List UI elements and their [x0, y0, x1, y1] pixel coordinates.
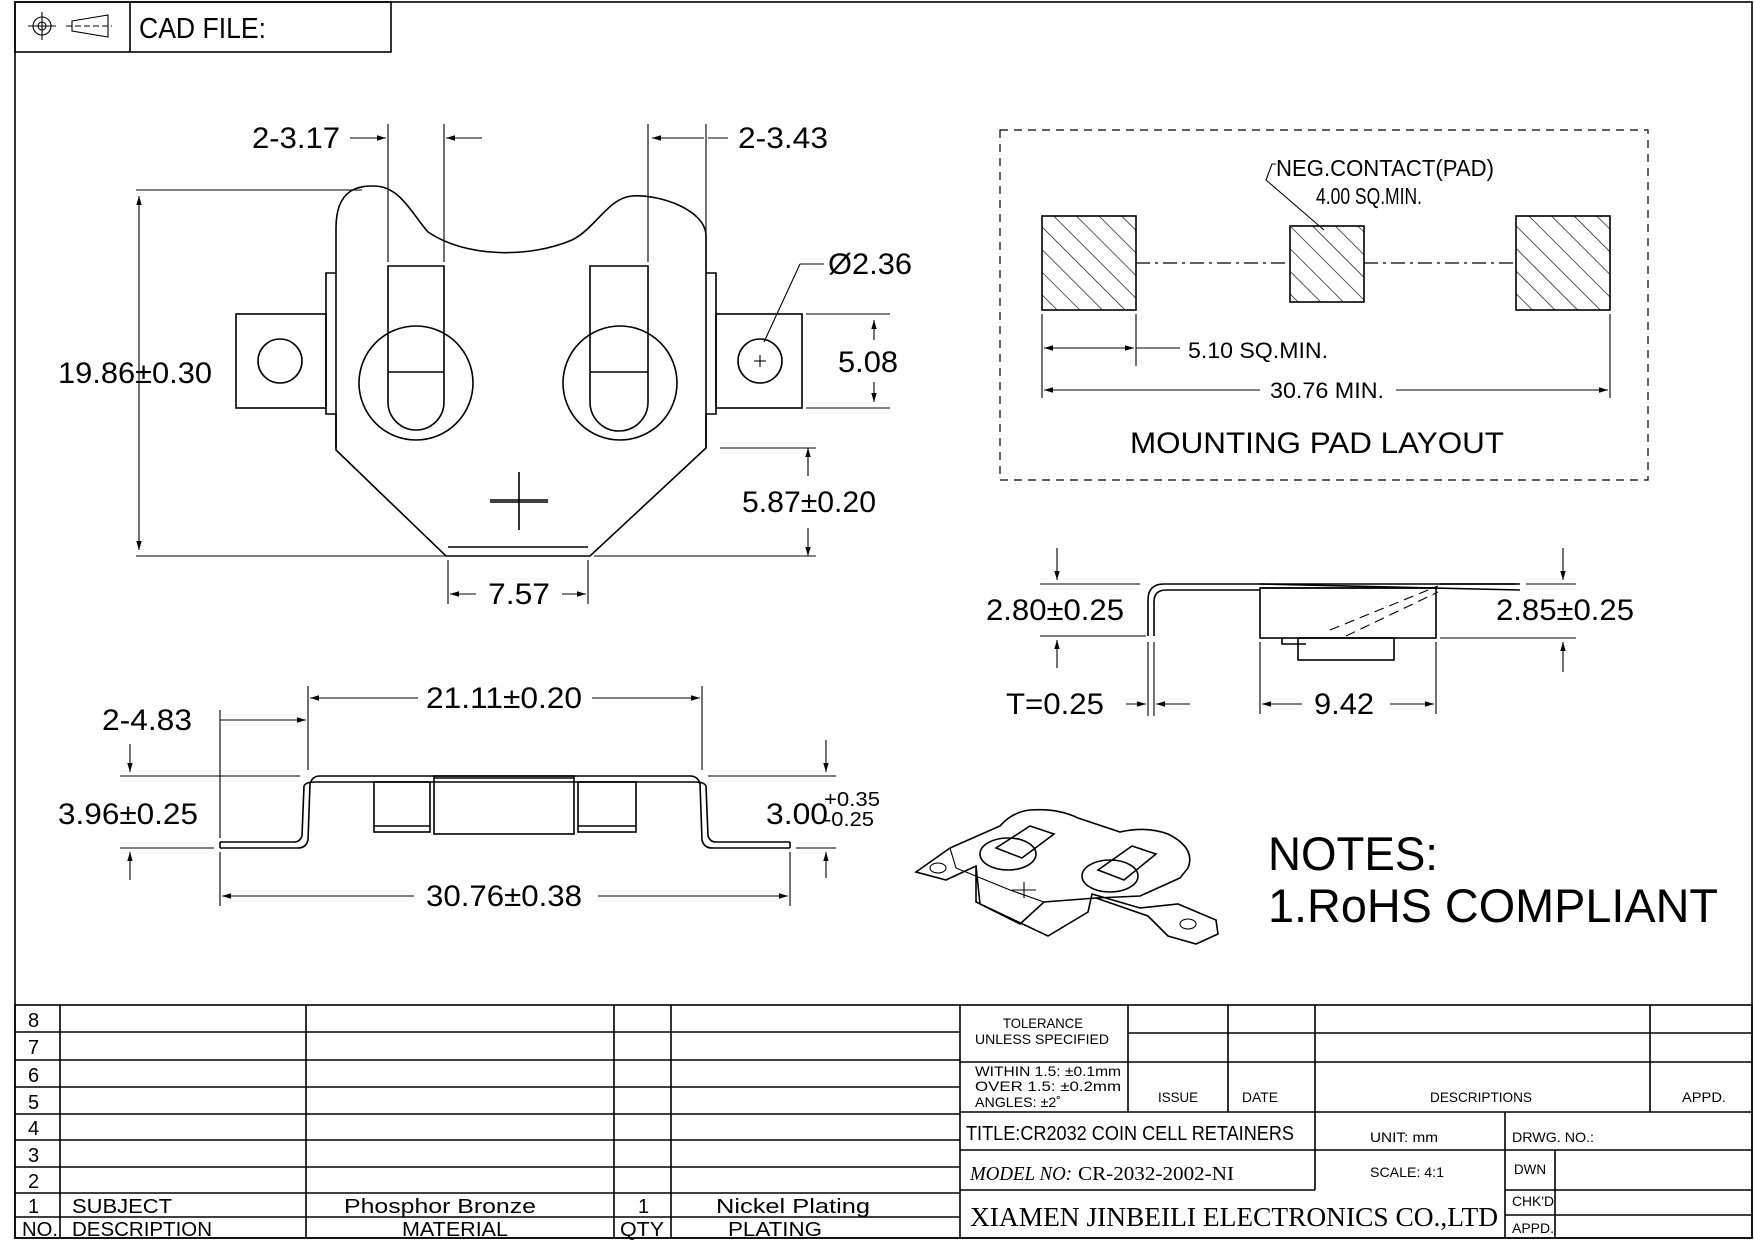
tolerance-angles: ANGLES: ±2˚ [975, 1094, 1061, 1110]
dim-contact-width: 9.42 [1314, 688, 1374, 721]
dim-slot-right: 2-3.43 [738, 122, 828, 155]
notes: NOTES: 1.RoHS COMPLIANT [1268, 827, 1718, 932]
row-number-5: 5 [28, 1092, 39, 1114]
notes-line-1: 1.RoHS COMPLIANT [1268, 879, 1718, 932]
dim-tab-offset: 5.87±0.20 [742, 486, 876, 519]
mounting-pad-layout: NEG.CONTACT(PAD) 4.00 SQ.MIN. 5.10 SQ.MI… [999, 129, 1649, 481]
cad-header: CAD FILE: [14, 1, 392, 53]
row-number-2: 2 [28, 1171, 39, 1193]
dim-hole-diameter: Ø2.36 [828, 248, 912, 281]
dwn-label: DWN [1514, 1161, 1546, 1177]
plus-mark-icon [754, 355, 766, 367]
chkd-label: CHK'D [1512, 1193, 1554, 1209]
dim-height: 19.86±0.30 [58, 357, 212, 390]
neg-contact-label: NEG.CONTACT(PAD) [1276, 155, 1494, 181]
rev-appd-header: APPD. [1682, 1089, 1726, 1105]
appd-label: APPD. [1512, 1220, 1554, 1236]
side-view: 2.80±0.25 2.85±0.25 T=0.25 9.42 [986, 548, 1634, 721]
title-block: 8 7 6 5 4 3 2 1 SUBJECT Phosphor Bronze … [14, 1004, 1753, 1240]
company-name: XIAMEN JINBEILI ELECTRONICS CO.,LTD [970, 1202, 1498, 1232]
row-number-4: 4 [28, 1118, 39, 1140]
notes-heading: NOTES: [1268, 827, 1438, 880]
pad-center [1289, 225, 1365, 303]
pad-size-dim: 5.10 SQ.MIN. [1188, 338, 1328, 363]
scale-label: SCALE: 4:1 [1370, 1164, 1444, 1180]
unit-label: UNIT: mm [1370, 1129, 1438, 1145]
model-no-value: CR-2032-2002-NI [1078, 1163, 1234, 1185]
row-number-7: 7 [28, 1037, 39, 1059]
isometric-view [914, 808, 1219, 945]
row1-subject: SUBJECT [72, 1196, 172, 1218]
row-number-6: 6 [28, 1065, 39, 1087]
rev-descriptions-header: DESCRIPTIONS [1430, 1089, 1532, 1105]
dim-inner-width: 21.11±0.20 [426, 682, 582, 715]
iso-plus-icon [1012, 882, 1036, 898]
header-no: NO. [22, 1219, 58, 1240]
header-description: DESCRIPTION [72, 1219, 212, 1240]
dim-thickness: T=0.25 [1006, 688, 1104, 721]
model-no-label: MODEL NO: [969, 1163, 1072, 1185]
dim-front-height: 3.96±0.25 [58, 798, 198, 831]
row-number-1: 1 [28, 1196, 39, 1218]
dim-step-height: 3.00 [766, 798, 828, 831]
rev-issue-header: ISSUE [1158, 1089, 1198, 1105]
pad-right [1515, 215, 1611, 311]
row-number-3: 3 [28, 1145, 39, 1167]
dim-slot-left: 2-3.17 [252, 122, 340, 155]
dim-side-right-height: 2.85±0.25 [1496, 594, 1634, 627]
front-view: 2-4.83 21.11±0.20 3.96±0.25 3.00 +0.35 -… [58, 682, 880, 913]
dim-side-left-height: 2.80±0.25 [986, 594, 1124, 627]
row1-plating: Nickel Plating [716, 1196, 870, 1218]
dim-step-tol-upper: +0.35 [824, 789, 880, 811]
drwg-no-label: DRWG. NO.: [1512, 1129, 1594, 1145]
header-material: MATERIAL [402, 1219, 508, 1240]
tolerance-within: WITHIN 1.5: ±0.1mm [975, 1063, 1121, 1079]
tolerance-title: TOLERANCE [1003, 1015, 1083, 1031]
tolerance-over: OVER 1.5: ±0.2mm [975, 1078, 1121, 1094]
row1-material: Phosphor Bronze [344, 1196, 536, 1218]
pad-left [1041, 215, 1137, 311]
dim-bottom-width: 7.57 [488, 578, 550, 611]
row1-qty: 1 [638, 1196, 649, 1218]
dim-step-tol-lower: -0.25 [824, 809, 874, 831]
projection-symbol-icon [28, 12, 112, 40]
pad-span-dim: 30.76 MIN. [1270, 378, 1384, 403]
tolerance-subtitle: UNLESS SPECIFIED [975, 1031, 1109, 1047]
polarity-plus-icon [490, 472, 548, 530]
row-number-8: 8 [28, 1010, 39, 1032]
header-plating: PLATING [728, 1219, 822, 1240]
pad-layout-title: MOUNTING PAD LAYOUT [1130, 427, 1504, 460]
neg-contact-size: 4.00 SQ.MIN. [1316, 183, 1422, 209]
header-qty: QTY [620, 1219, 664, 1240]
drawing-title: TITLE:CR2032 COIN CELL RETAINERS [966, 1123, 1294, 1145]
sheet-border [14, 1, 1753, 1239]
dim-tab-length: 2-4.83 [102, 704, 192, 737]
dim-tab-width: 5.08 [838, 346, 898, 379]
dim-overall-width: 30.76±0.38 [426, 880, 582, 913]
cad-file-label: CAD FILE: [139, 13, 266, 45]
top-view: 19.86±0.30 2-3.17 2-3.43 Ø2.36 5.08 5.87… [58, 122, 912, 611]
rev-date-header: DATE [1242, 1089, 1278, 1105]
